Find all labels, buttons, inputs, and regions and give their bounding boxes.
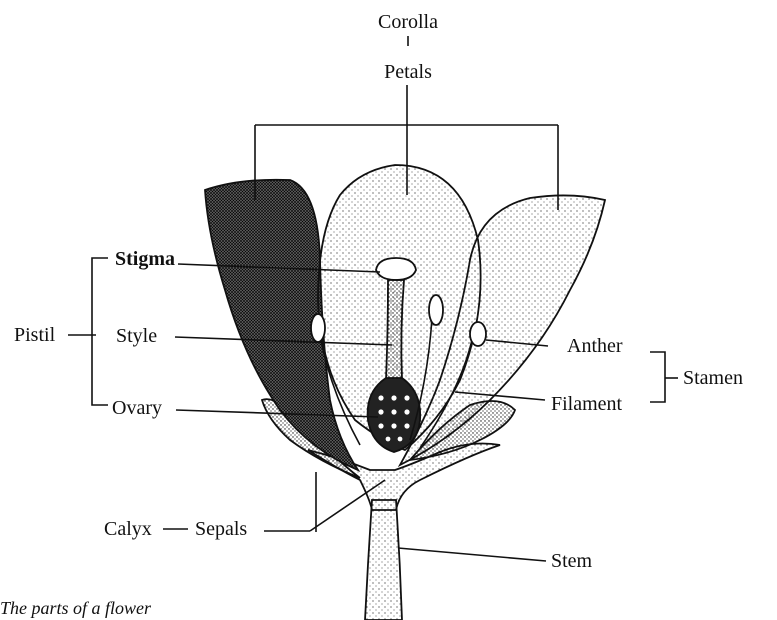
left-anther-shape	[311, 314, 325, 342]
figure-caption: The parts of a flower	[0, 598, 152, 618]
stamen-bracket	[650, 352, 678, 402]
style-shape	[386, 280, 404, 380]
stem-label: Stem	[551, 550, 593, 572]
anther-label: Anther	[567, 335, 623, 357]
ovary-label: Ovary	[112, 397, 162, 419]
stamen-label: Stamen	[683, 367, 743, 389]
sepals-label: Sepals	[195, 518, 247, 540]
right-anther-shape	[470, 322, 486, 346]
stigma-shape	[376, 258, 416, 280]
stem-leader	[398, 548, 546, 561]
pistil-label: Pistil	[14, 324, 56, 346]
style-label: Style	[116, 325, 157, 347]
stem-shape	[365, 500, 402, 620]
pistil-bracket	[68, 258, 108, 405]
ovary-shape	[368, 378, 421, 452]
petals-label: Petals	[384, 61, 432, 83]
calyx-label: Calyx	[104, 518, 152, 540]
middle-anther-shape	[429, 295, 443, 325]
filament-label: Filament	[551, 393, 623, 415]
corolla-label: Corolla	[378, 11, 438, 33]
stigma-label: Stigma	[115, 248, 175, 270]
